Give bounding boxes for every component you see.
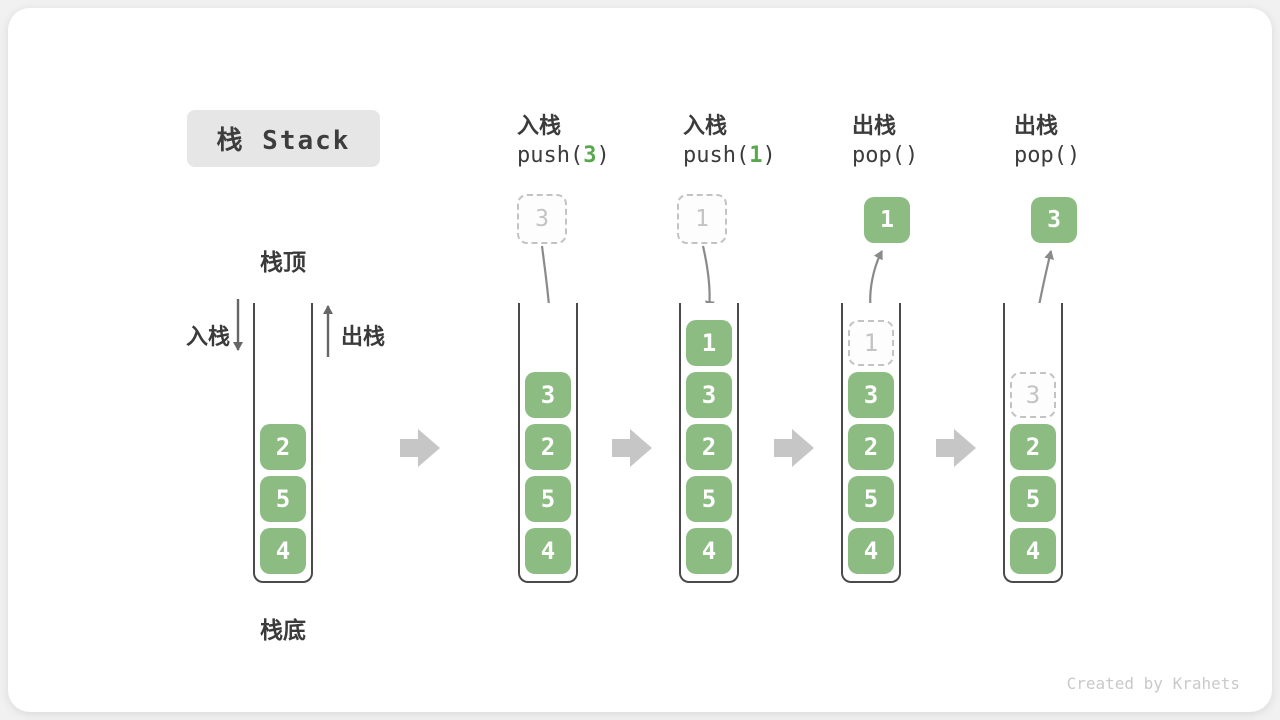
op-label-code: pop()	[1014, 143, 1080, 168]
code-argument: 1	[749, 143, 763, 168]
op-label-code: push(3)	[517, 143, 610, 168]
stack-item: 4	[260, 528, 306, 574]
stack-item: 2	[1010, 424, 1056, 470]
stack-item: 5	[1010, 476, 1056, 522]
step-arrow-right-icon	[400, 429, 440, 467]
stack-top-label: 栈顶	[260, 250, 306, 276]
code-prefix: pop(	[1014, 143, 1067, 168]
stack-item: 2	[525, 424, 571, 470]
stack-item: 4	[525, 528, 571, 574]
stack-item: 5	[848, 476, 894, 522]
incoming-element-box: 3	[517, 194, 567, 244]
stack-item: 2	[848, 424, 894, 470]
page-title: 栈 Stack	[187, 110, 380, 167]
stack-item: 5	[686, 476, 732, 522]
stack-item: 1	[686, 320, 732, 366]
stack-item: 4	[848, 528, 894, 574]
step-arrow-right-icon	[774, 429, 814, 467]
op-label-cn: 出栈	[852, 114, 897, 139]
code-suffix: )	[1066, 143, 1081, 168]
code-prefix: push(	[683, 143, 750, 168]
code-suffix: )	[762, 143, 776, 168]
code-argument: 3	[583, 143, 597, 168]
step-arrow-right-icon	[936, 429, 976, 467]
stack-item: 3	[848, 372, 894, 418]
stack-item: 4	[686, 528, 732, 574]
stack-item: 3	[525, 372, 571, 418]
op-label-cn: 入栈	[517, 114, 562, 139]
stack-item: 5	[260, 476, 306, 522]
op-label-cn: 出栈	[1014, 114, 1059, 139]
stack-item-ghost: 3	[1010, 372, 1056, 418]
stack-item: 3	[686, 372, 732, 418]
code-suffix: )	[596, 143, 610, 168]
code-prefix: pop(	[852, 143, 905, 168]
pop-direction-label: 出栈	[341, 325, 386, 350]
stack-item: 5	[525, 476, 571, 522]
stack-bottom-label: 栈底	[260, 618, 306, 644]
op-label-cn: 入栈	[683, 114, 728, 139]
step-arrow-right-icon	[612, 429, 652, 467]
op-label-code: push(1)	[683, 143, 776, 168]
stack-item: 2	[686, 424, 732, 470]
stack-item-ghost: 1	[848, 320, 894, 366]
stack-item: 4	[1010, 528, 1056, 574]
code-prefix: push(	[517, 143, 584, 168]
watermark: Created by Krahets	[1066, 674, 1240, 693]
incoming-element-box: 1	[677, 194, 727, 244]
push-direction-label: 入栈	[185, 325, 230, 350]
popped-element-box: 3	[1031, 197, 1077, 243]
code-suffix: )	[904, 143, 919, 168]
op-label-code: pop()	[852, 143, 918, 168]
stack-item: 2	[260, 424, 306, 470]
popped-element-box: 1	[864, 197, 910, 243]
page-title-text: 栈 Stack	[216, 126, 351, 156]
